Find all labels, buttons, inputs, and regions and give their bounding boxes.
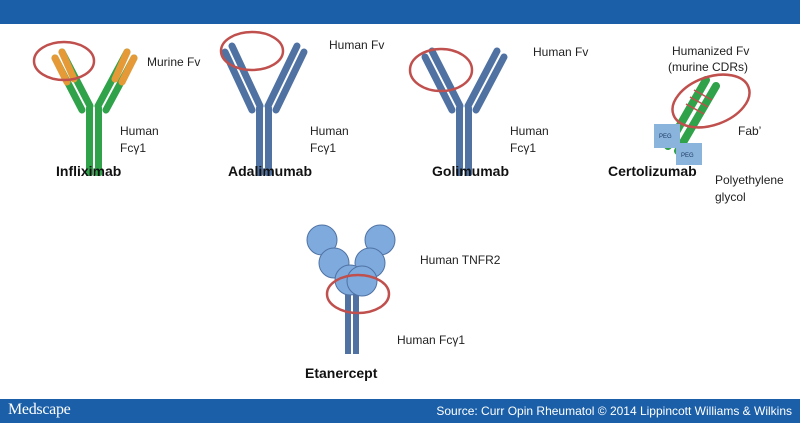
etanercept-title: Etanercept xyxy=(305,365,378,381)
diagram-area: Murine Fv Human Fcγ1 Infliximab Human Fv… xyxy=(0,24,800,399)
top-banner xyxy=(0,0,800,24)
certolizumab-fab-label: Fab’ xyxy=(738,124,761,138)
etanercept-structure xyxy=(306,224,396,354)
highlight-ring xyxy=(671,73,751,129)
highlight-ring xyxy=(325,273,391,315)
source-citation: Source: Curr Opin Rheumatol © 2014 Lippi… xyxy=(436,404,792,418)
footer-bar: Medscape Source: Curr Opin Rheumatol © 2… xyxy=(0,399,800,423)
peg-box-label: PEG xyxy=(659,134,672,140)
infliximab-fv-label: Murine Fv xyxy=(147,55,200,69)
golimumab-title: Golimumab xyxy=(432,163,509,179)
adalimumab-fv-label: Human Fv xyxy=(329,38,384,52)
infliximab-fc-label-2: Fcγ1 xyxy=(120,141,146,155)
certolizumab-fv-label-1: Humanized Fv xyxy=(672,44,749,58)
peg-label-2: glycol xyxy=(715,190,746,204)
infliximab-title: Infliximab xyxy=(56,163,121,179)
highlight-ring xyxy=(32,40,96,82)
infliximab-structure xyxy=(32,40,138,176)
adalimumab-title: Adalimumab xyxy=(228,163,312,179)
tnf-inhibitors-diagram: Murine Fv Human Fcγ1 Infliximab Human Fv… xyxy=(32,30,784,381)
medscape-logo: Medscape xyxy=(8,401,71,418)
peg-label-1: Polyethylene xyxy=(715,173,784,187)
adalimumab-fc-label-1: Human xyxy=(310,124,349,138)
certolizumab-title: Certolizumab xyxy=(608,163,697,179)
highlight-ring xyxy=(408,47,474,93)
golimumab-structure xyxy=(408,47,508,176)
peg-box xyxy=(676,143,702,165)
golimumab-fc-label-1: Human xyxy=(510,124,549,138)
adalimumab-structure xyxy=(219,30,308,176)
peg-box-label: PEG xyxy=(681,153,694,159)
infliximab-fc-label-1: Human xyxy=(120,124,159,138)
golimumab-fc-label-2: Fcγ1 xyxy=(510,141,536,155)
adalimumab-fc-label-2: Fcγ1 xyxy=(310,141,336,155)
certolizumab-fv-label-2: (murine CDRs) xyxy=(668,60,748,74)
certolizumab-structure xyxy=(654,73,751,165)
highlight-ring xyxy=(219,30,285,72)
etanercept-tnfr-label: Human TNFR2 xyxy=(420,253,501,267)
etanercept-fc-label: Human Fcγ1 xyxy=(397,333,465,347)
peg-box xyxy=(654,124,680,148)
golimumab-fv-label: Human Fv xyxy=(533,45,588,59)
